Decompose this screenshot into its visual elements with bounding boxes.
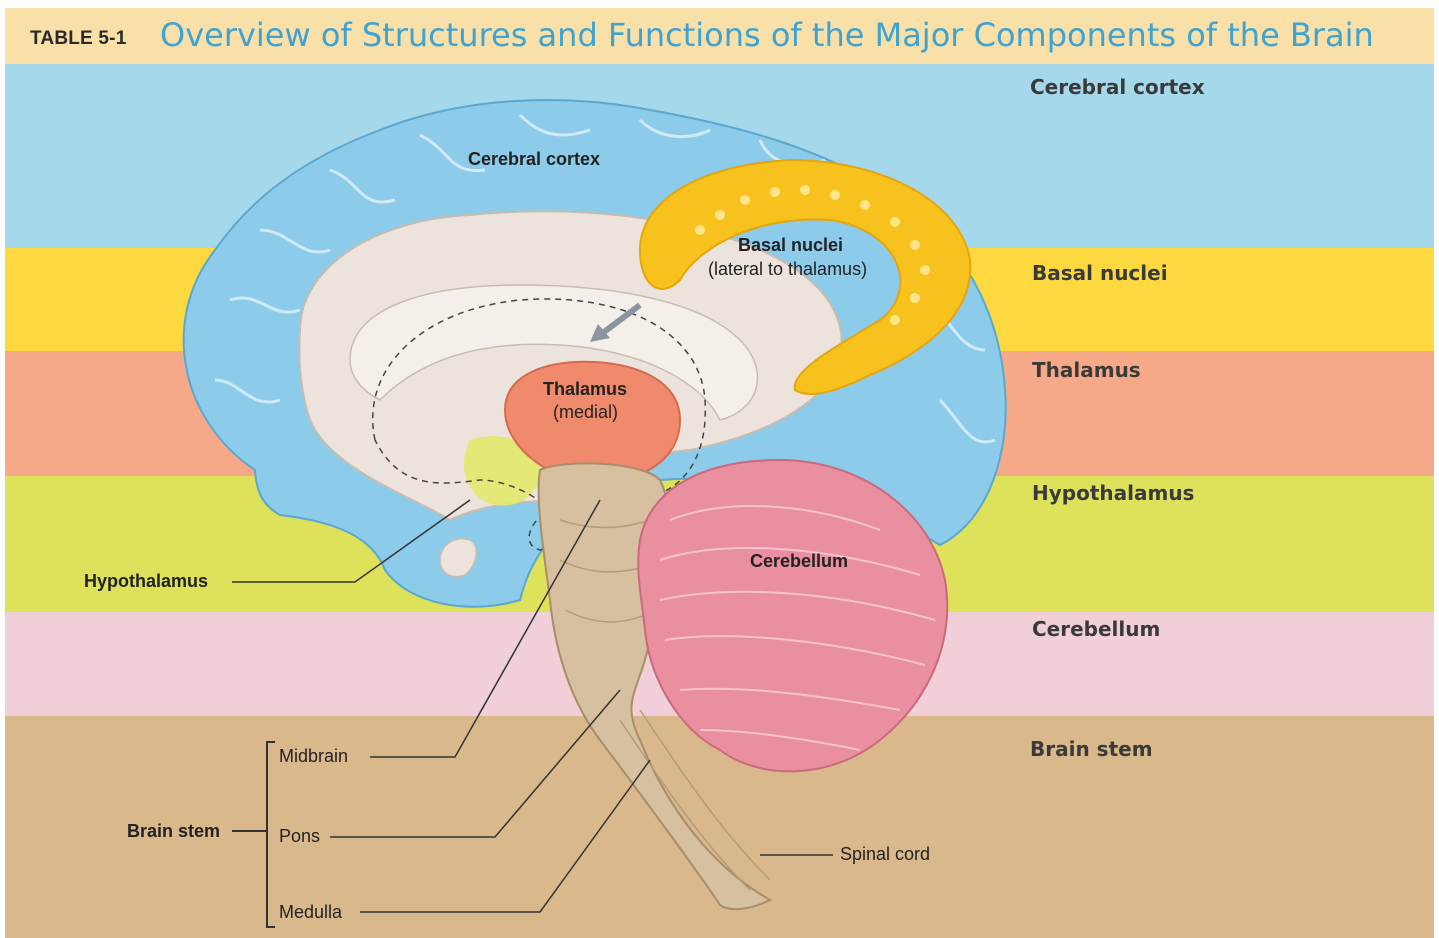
label-thalamus: Thalamus — [543, 379, 627, 400]
label-basal-nuclei-note: (lateral to thalamus) — [708, 259, 867, 280]
label-spinal-cord: Spinal cord — [840, 844, 930, 865]
band-label-cerebellum: Cerebellum — [1032, 617, 1160, 641]
label-thalamus-note: (medial) — [553, 402, 618, 423]
band-label-cerebral-cortex: Cerebral cortex — [1030, 75, 1205, 99]
brain-stem-bracket — [232, 742, 275, 927]
label-brain-stem: Brain stem — [127, 821, 220, 842]
band-label-basal-nuclei: Basal nuclei — [1032, 261, 1168, 285]
label-cerebellum: Cerebellum — [750, 551, 848, 572]
cerebellum-shape — [638, 460, 947, 771]
band-label-hypothalamus: Hypothalamus — [1032, 481, 1194, 505]
label-hypothalamus: Hypothalamus — [84, 571, 208, 592]
label-midbrain: Midbrain — [279, 746, 348, 767]
label-basal-nuclei: Basal nuclei — [738, 235, 843, 256]
band-label-thalamus: Thalamus — [1032, 358, 1141, 382]
band-label-brain-stem: Brain stem — [1030, 737, 1153, 761]
label-cerebral-cortex: Cerebral cortex — [468, 149, 600, 170]
label-medulla: Medulla — [279, 902, 342, 923]
label-pons: Pons — [279, 826, 320, 847]
